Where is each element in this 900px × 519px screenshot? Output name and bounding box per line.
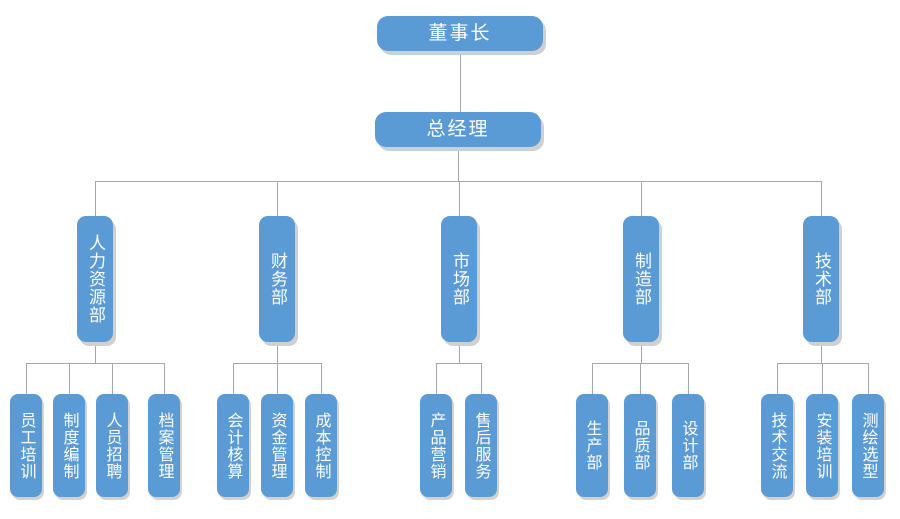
node-department-2-label: 市场部 <box>449 252 469 306</box>
connector-unit-drop-3-0 <box>592 363 593 394</box>
node-department-1-label: 财务部 <box>267 252 287 306</box>
connector-manager-stem <box>458 151 459 181</box>
node-unit-2-1-label: 售后服务 <box>472 411 492 480</box>
connector-unit-drop-0-2 <box>112 363 113 394</box>
node-unit-0-2-label: 人员招聘 <box>103 411 123 480</box>
connector-unit-drop-0-0 <box>26 363 27 394</box>
node-unit-2-1[interactable]: 售后服务 <box>465 394 497 497</box>
node-general-manager[interactable]: 总经理 <box>375 112 541 147</box>
node-unit-3-1[interactable]: 品质部 <box>624 394 656 497</box>
node-unit-1-2[interactable]: 成本控制 <box>305 394 337 497</box>
connector-department-drop-1 <box>277 181 278 216</box>
connector-unit-drop-0-1 <box>69 363 70 394</box>
connector-unit-bus-2 <box>436 363 481 364</box>
node-general-manager-label: 总经理 <box>426 118 490 141</box>
node-unit-1-0[interactable]: 会计核算 <box>217 394 249 497</box>
node-unit-1-1[interactable]: 资金管理 <box>261 394 293 497</box>
connector-department-stem-4 <box>821 346 822 363</box>
node-department-2[interactable]: 市场部 <box>441 216 477 342</box>
node-unit-1-0-label: 会计核算 <box>224 411 244 480</box>
connector-department-stem-0 <box>95 346 96 363</box>
connector-department-drop-4 <box>821 181 822 216</box>
connector-department-drop-2 <box>459 181 460 216</box>
connector-chairman-to-manager <box>460 55 461 112</box>
node-chairman[interactable]: 董事长 <box>377 16 543 51</box>
connector-unit-drop-3-1 <box>640 363 641 394</box>
connector-unit-drop-1-2 <box>321 363 322 394</box>
node-unit-3-2-label: 设计部 <box>679 420 699 471</box>
node-department-0-label: 人力资源部 <box>85 234 105 324</box>
node-unit-3-0[interactable]: 生产部 <box>576 394 608 497</box>
connector-department-bus <box>95 181 821 182</box>
node-unit-0-2[interactable]: 人员招聘 <box>96 394 128 497</box>
node-department-1[interactable]: 财务部 <box>259 216 295 342</box>
connector-department-stem-1 <box>277 346 278 363</box>
connector-department-drop-0 <box>95 181 96 216</box>
connector-unit-drop-1-0 <box>233 363 234 394</box>
connector-unit-drop-2-0 <box>436 363 437 394</box>
connector-unit-drop-2-1 <box>481 363 482 394</box>
node-unit-0-3[interactable]: 档案管理 <box>148 394 180 497</box>
node-unit-4-1-label: 安装培训 <box>813 411 833 480</box>
node-department-4-label: 技术部 <box>811 252 831 306</box>
node-unit-0-1[interactable]: 制度编制 <box>53 394 85 497</box>
connector-unit-drop-0-3 <box>164 363 165 394</box>
node-unit-0-1-label: 制度编制 <box>60 411 80 480</box>
connector-department-stem-2 <box>459 346 460 363</box>
node-department-3[interactable]: 制造部 <box>623 216 659 342</box>
node-unit-3-2[interactable]: 设计部 <box>672 394 704 497</box>
node-department-0[interactable]: 人力资源部 <box>77 216 113 342</box>
connector-unit-drop-4-1 <box>822 363 823 394</box>
node-department-4[interactable]: 技术部 <box>803 216 839 342</box>
node-unit-0-3-label: 档案管理 <box>155 411 175 480</box>
connector-unit-drop-1-1 <box>277 363 278 394</box>
connector-unit-drop-3-2 <box>688 363 689 394</box>
connector-unit-bus-0 <box>26 363 164 364</box>
node-unit-4-0-label: 技术交流 <box>768 411 788 480</box>
node-unit-2-0[interactable]: 产品营销 <box>420 394 452 497</box>
node-unit-1-1-label: 资金管理 <box>268 411 288 480</box>
node-unit-0-0-label: 员工培训 <box>17 411 37 480</box>
node-unit-3-0-label: 生产部 <box>583 420 603 471</box>
node-chairman-label: 董事长 <box>428 22 492 45</box>
node-unit-4-2-label: 测绘选型 <box>859 411 879 480</box>
node-unit-3-1-label: 品质部 <box>631 420 651 471</box>
node-unit-4-2[interactable]: 测绘选型 <box>852 394 884 497</box>
node-unit-1-2-label: 成本控制 <box>312 411 332 480</box>
connector-department-drop-3 <box>641 181 642 216</box>
node-unit-2-0-label: 产品营销 <box>427 411 447 480</box>
connector-unit-drop-4-0 <box>777 363 778 394</box>
connector-unit-drop-4-2 <box>868 363 869 394</box>
node-unit-4-0[interactable]: 技术交流 <box>761 394 793 497</box>
node-unit-0-0[interactable]: 员工培训 <box>10 394 42 497</box>
connector-department-stem-3 <box>641 346 642 363</box>
node-department-3-label: 制造部 <box>631 252 651 306</box>
node-unit-4-1[interactable]: 安装培训 <box>806 394 838 497</box>
